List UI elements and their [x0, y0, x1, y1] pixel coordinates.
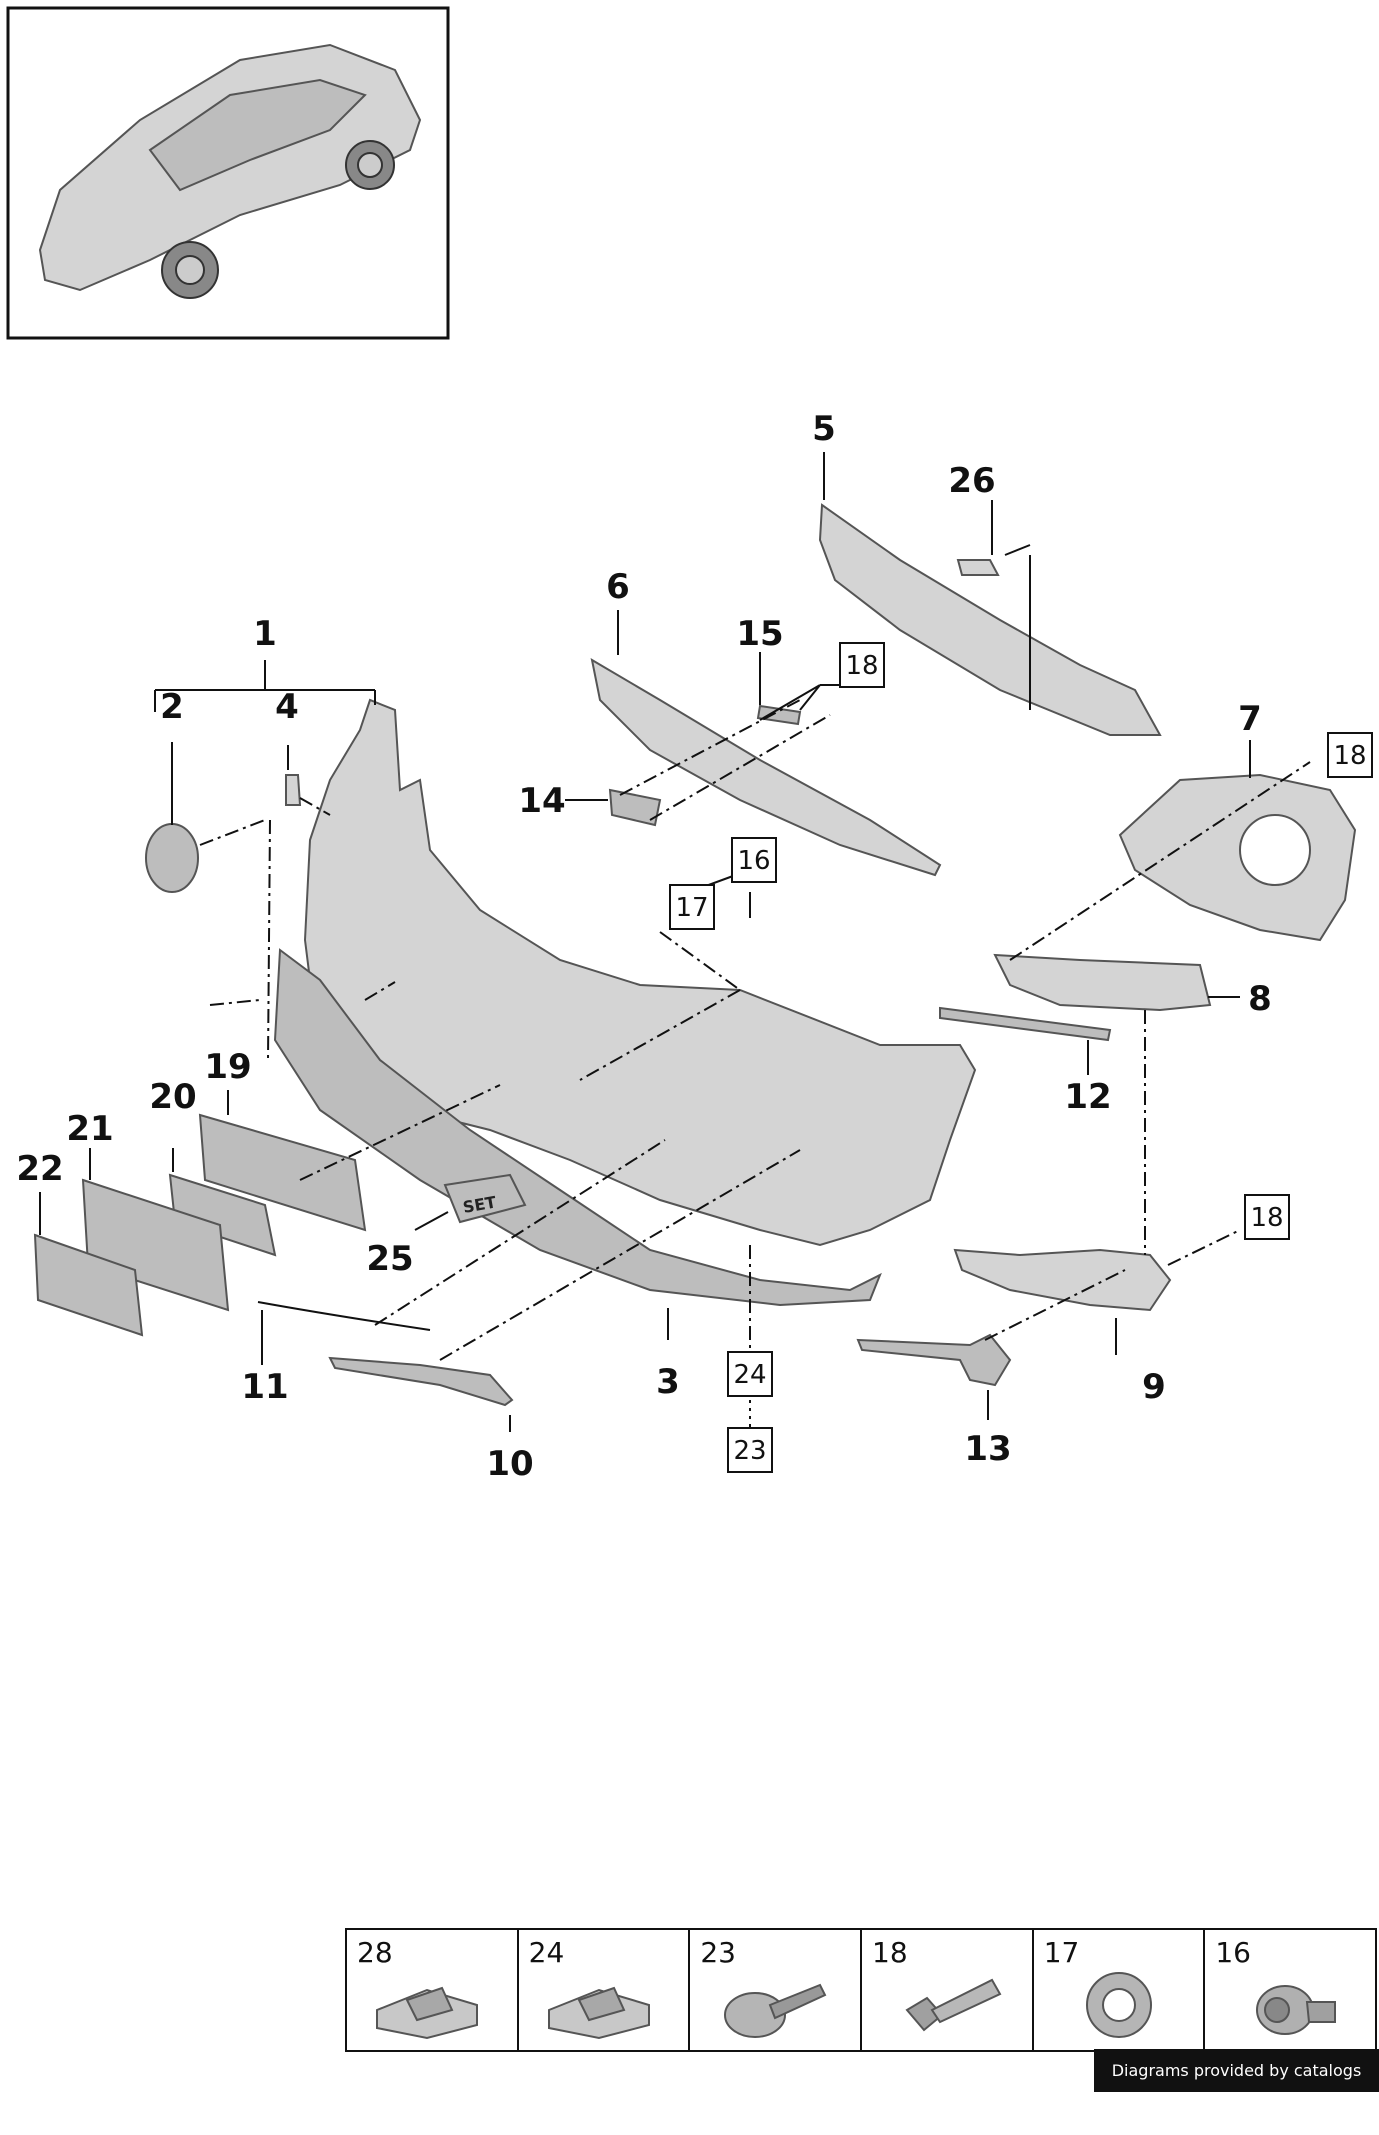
- legend-number: 28: [357, 1936, 393, 1969]
- plate-part-20: [168, 1173, 277, 1257]
- callout-10: 10: [486, 1444, 533, 1484]
- plate-part-19: [198, 1113, 367, 1232]
- trim-strip-part-11: [257, 1301, 431, 1331]
- boxed-callouts: 18 18 18 16 17 24 23: [669, 642, 1373, 1473]
- bracket-part-15: [756, 704, 802, 726]
- callout-5: 5: [812, 409, 836, 449]
- clip-nut-icon: [547, 1986, 650, 2040]
- side-grille-part-8: [993, 953, 1212, 1012]
- callout-26: 26: [948, 461, 995, 501]
- callout-3: 3: [656, 1362, 680, 1402]
- leader-lines: [39, 452, 1251, 1432]
- carrier-part-7: [1118, 773, 1357, 942]
- legend-cell: 28: [347, 1930, 519, 2050]
- plate-part-21: [81, 1178, 230, 1312]
- plate-part-22: [33, 1233, 144, 1337]
- callout-15: 15: [736, 614, 783, 654]
- boxed-callout-17: 17: [675, 893, 708, 923]
- fog-trim-part-13: [856, 1333, 1012, 1387]
- callout-22: 22: [16, 1149, 63, 1189]
- callout-20: 20: [149, 1077, 196, 1117]
- legend-cell: 24: [519, 1930, 691, 2050]
- legend-number: 17: [1043, 1936, 1080, 1969]
- boxed-callout-18-bracket: 18: [1250, 1203, 1283, 1233]
- callout-12: 12: [1064, 1077, 1111, 1117]
- fastener-legend: 28 24 23 18 17 16: [345, 1928, 1377, 2052]
- legend-cell: 23: [690, 1930, 863, 2050]
- set-kit-part-25: SET: [443, 1173, 527, 1224]
- legend-number: 18: [872, 1936, 908, 1969]
- callout-numbers: 1 2 3 4 5 6 7 8 9 10 11 12 13 14 15 19 2…: [16, 409, 1272, 1484]
- legend-cell: 17: [1034, 1930, 1206, 2050]
- screw-icon: [724, 1983, 827, 2038]
- callout-21: 21: [66, 1109, 113, 1149]
- callout-13: 13: [964, 1429, 1011, 1469]
- upper-reinforcement-part: [818, 503, 1162, 736]
- boxed-callout-23: 23: [733, 1436, 766, 1466]
- callout-4: 4: [275, 687, 299, 727]
- legend-cell: 16: [1205, 1930, 1375, 2050]
- callout-19: 19: [204, 1047, 251, 1087]
- legend-cell: 18: [862, 1930, 1034, 2050]
- callout-6: 6: [606, 567, 630, 607]
- tow-cap-part-2: [145, 823, 199, 893]
- clip-part-26: [956, 559, 1000, 576]
- grille-part-6: [590, 658, 942, 877]
- car-thumbnail: [6, 6, 450, 340]
- strip-part-12: [939, 1006, 1112, 1042]
- callout-25: 25: [366, 1239, 413, 1279]
- parts-diagram: SET: [6, 6, 1373, 1484]
- callout-11: 11: [241, 1367, 288, 1407]
- bracket-part-14: [608, 788, 662, 827]
- legend-number: 16: [1215, 1936, 1251, 1969]
- lower-lip-part-3: [273, 948, 882, 1307]
- callout-7: 7: [1238, 699, 1262, 739]
- bolt-icon: [905, 1978, 1002, 2032]
- callout-2: 2: [160, 687, 184, 727]
- bracket-part-9: [953, 1248, 1172, 1312]
- credit-banner: Diagrams provided by catalogs parts: [1094, 2049, 1379, 2123]
- callout-14: 14: [518, 781, 565, 821]
- callout-8: 8: [1248, 979, 1272, 1019]
- boxed-callout-18-carrier: 18: [1333, 741, 1366, 771]
- clip-nut-icon: [376, 1986, 478, 2040]
- sensor-icon: [1256, 1985, 1337, 2035]
- boxed-callout-24: 24: [733, 1360, 766, 1390]
- legend-number: 23: [700, 1936, 736, 1969]
- nut-icon: [1085, 1972, 1152, 2038]
- trim-part-10: [328, 1356, 514, 1407]
- legend-number: 24: [528, 1936, 565, 1969]
- clip-part-4: [285, 774, 302, 806]
- callout-1: 1: [253, 614, 277, 654]
- callout-9: 9: [1142, 1367, 1166, 1407]
- construction-lines: [199, 590, 1311, 1430]
- boxed-callout-16: 16: [737, 846, 770, 876]
- boxed-callout-18-grille: 18: [845, 651, 878, 681]
